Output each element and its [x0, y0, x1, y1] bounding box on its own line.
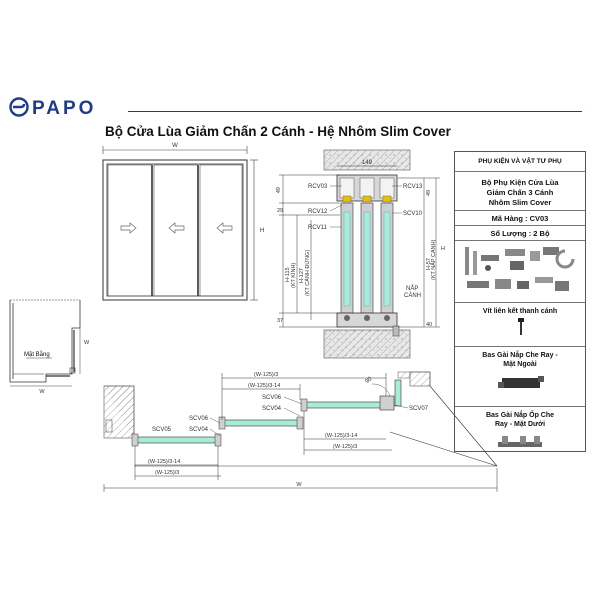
papo-logo-text: PAPO: [32, 98, 96, 118]
papo-logo-mark: [9, 97, 29, 117]
header-rule: [128, 111, 582, 112]
dim-37-left: 37: [277, 318, 283, 324]
front-outer-frame: [102, 159, 248, 301]
table-product-name: Bộ Phụ Kiện Cửa Lùa Giảm Chấn 3 Cánh Nhô…: [455, 172, 585, 211]
panel-scv05: [134, 436, 219, 444]
label-rcv11: RCV11: [308, 225, 328, 231]
accessories-table: PHỤ KIỆN VÀ VẬT TƯ PHỤ Bộ Phụ Kiện Cửa L…: [454, 151, 586, 452]
label-scv04-a: SCV04: [189, 427, 209, 433]
panel-upper: [303, 401, 387, 409]
floor-plan-h-label: W: [84, 340, 90, 346]
vertical-section: 149 RCV03 RCV13 RCV12 RCV11: [276, 149, 445, 359]
label-scv05: SCV05: [152, 427, 172, 433]
table-clip2-label: Bas Gài Nắp Ốp Che Ray - Mặt Dưới: [485, 412, 555, 428]
table-clip2-cell: Bas Gài Nắp Ốp Che Ray - Mặt Dưới: [455, 407, 585, 467]
table-product-line: Bộ Phụ Kiện Cửa Lùa Giảm Chấn 3 Cánh Nhô…: [481, 178, 559, 207]
front-panel-3: [199, 164, 243, 297]
label-rcv12: RCV12: [308, 209, 328, 215]
dim-49-left: 49: [276, 187, 282, 193]
slide-arrow-right-icon: [120, 222, 137, 234]
table-clip1-label: Bas Gài Nắp Che Ray - Mặt Ngoài: [482, 352, 558, 368]
dim-h115-sub: (KT KÍNH): [290, 263, 297, 288]
table-product-qty: Số Lượng : 2 Bộ: [455, 226, 585, 241]
dim-h115: H-115: [285, 267, 291, 282]
front-height-label: H: [260, 228, 264, 234]
label-scv04-b: SCV04: [262, 406, 282, 412]
table-screw-label: Vít liên kết thanh cánh: [482, 308, 558, 315]
front-elevation: W H: [102, 143, 264, 301]
floor-plan-label: Mặt Bằng: [24, 351, 50, 358]
dim-w125-3-top: (W-125)/3: [254, 372, 278, 378]
page-title: Bộ Cửa Lùa Giảm Chấn 2 Cánh - Hệ Nhôm Sl…: [105, 124, 451, 139]
front-panel-2: [153, 164, 199, 297]
label-nap-canh-2: CÁNH: [404, 292, 421, 299]
dim-w125-3-14-top: (W-125)/3-14: [248, 383, 280, 389]
sash-profiles: [340, 202, 394, 314]
hardware-kit-icon: [465, 247, 575, 291]
dim-49-right: 49: [426, 190, 432, 196]
floor-plan: Mặt Bằng W W: [9, 299, 90, 395]
outer-clip-icon: [498, 375, 544, 388]
table-product-code: Mã Hàng : CV03: [455, 211, 585, 226]
label-scv06-b: SCV06: [262, 395, 282, 401]
panel-vertical: [394, 379, 402, 407]
dim-h127-sub: (KT CÁNH ĐỨNG): [304, 250, 311, 296]
dim-h57-sub: (KT NẮP CÁNH): [429, 239, 437, 280]
panel-middle: [221, 419, 301, 427]
table-kit-image: [455, 241, 585, 303]
label-angle-90: 90: [364, 376, 373, 385]
table-header: PHỤ KIỆN VÀ VẬT TƯ PHỤ: [455, 152, 585, 172]
dim-40-right: 40: [426, 322, 432, 328]
dim-w125-3-14-mid: (W-125)/3-14: [325, 433, 357, 439]
bottom-clip-icon: [498, 435, 542, 447]
slide-arrow-left-icon-2: [216, 222, 233, 234]
slide-arrow-left-icon: [168, 222, 185, 234]
table-screw-cell: Vít liên kết thanh cánh: [455, 303, 585, 347]
label-scv06-a: SCV06: [189, 416, 209, 422]
label-nap-canh-1: NẮP: [406, 284, 418, 292]
dim-w125-3-mid: (W-125)/3: [333, 444, 357, 450]
dim-w125-3-14-bot: (W-125)/3-14: [148, 459, 180, 465]
label-scv10: SCV10: [403, 211, 423, 217]
screw-icon: [518, 317, 524, 335]
floor-plan-w-label: W: [39, 389, 45, 395]
table-clip1-cell: Bas Gài Nắp Che Ray - Mặt Ngoài: [455, 347, 585, 407]
front-width-label: W: [172, 143, 178, 149]
dim-w125-3-bot: (W-125)/3: [155, 470, 179, 476]
label-scv07: SCV07: [409, 406, 429, 412]
papo-logo: PAPO: [9, 97, 96, 118]
top-plan-section: SCV05 SCV06 SCV04 SCV06 SCV04 SCV07 90: [103, 371, 498, 492]
top-dim-149: 149: [362, 160, 373, 166]
dim-29-left: 29: [277, 208, 283, 214]
label-rcv13: RCV13: [403, 184, 423, 190]
label-rcv03: RCV03: [308, 184, 328, 190]
dim-h-right: H: [441, 246, 445, 252]
dim-w-total: W: [296, 482, 302, 488]
dim-h57: H-57: [426, 258, 432, 270]
dim-h127: H-127: [299, 268, 305, 283]
